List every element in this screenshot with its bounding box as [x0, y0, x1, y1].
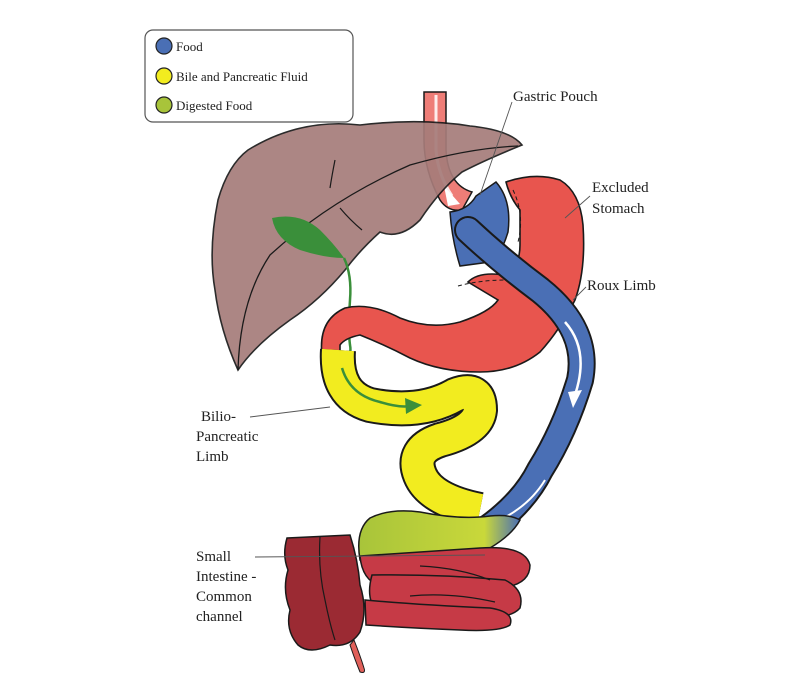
small-intestine [359, 546, 531, 632]
liver-shape [211, 120, 524, 372]
legend-label-bile: Bile and Pancreatic Fluid [176, 69, 308, 84]
bp-arrow-head [405, 398, 422, 414]
callout-line-gastric-pouch [479, 101, 513, 196]
legend-swatch-digested [155, 96, 173, 114]
stomach-fundus [320, 175, 585, 373]
label-bp-limb-line2: Pancreatic [196, 429, 259, 445]
legend-item-food: Food [155, 37, 203, 55]
liver-fissure-3 [339, 207, 363, 231]
roux-arrow-head [568, 390, 582, 408]
legend-swatch-food [155, 37, 173, 55]
label-common-channel-line4: channel [196, 609, 243, 625]
liver [211, 120, 524, 372]
legend-label-digested: Digested Food [176, 98, 253, 113]
intestine-loop-3 [364, 599, 512, 632]
excluded-stomach [320, 175, 585, 373]
legend-item-digested: Digested Food [155, 96, 253, 114]
intestine-fold-2 [409, 594, 496, 603]
intestine-fold-1 [419, 565, 491, 581]
colon-shape [284, 534, 365, 651]
callout-line-common-channel [254, 554, 486, 558]
label-gastric-pouch: Gastric Pouch [513, 89, 598, 105]
esophagus-arrow-head [444, 186, 460, 206]
label-excluded-stomach-line2: Stomach [592, 201, 645, 217]
roux-flow-arrow [564, 321, 582, 396]
biliopancreatic-limb [319, 348, 499, 528]
stomach-staple-line-2 [457, 279, 507, 287]
callout-lines [249, 101, 591, 558]
liver-fissure-2 [329, 159, 336, 189]
callout-line-roux-limb [572, 286, 587, 301]
callout-line-excluded-stomach [564, 195, 591, 219]
callout-line-bp-limb [249, 406, 331, 418]
colon [284, 534, 365, 673]
bp-flow-arrow [340, 367, 411, 408]
label-bp-limb-line1: Bilio- [201, 409, 236, 425]
legend-label-food: Food [176, 39, 203, 54]
legend-item-bile: Bile and Pancreatic Fluid [155, 67, 308, 85]
roux-limb [454, 216, 596, 554]
label-excluded-stomach-line1: Excluded [592, 180, 649, 196]
colon-seam [318, 536, 336, 641]
legend: Food Bile and Pancreatic Fluid Digested … [144, 29, 354, 123]
label-common-channel-line1: Small [196, 549, 231, 565]
label-bp-limb-line3: Limb [196, 449, 229, 465]
label-roux-limb: Roux Limb [587, 278, 656, 294]
gallbladder-shape [272, 216, 344, 258]
label-common-channel-line2: Intestine - [196, 569, 256, 585]
appendix [349, 639, 365, 673]
label-common-channel-line3: Common [196, 589, 252, 605]
legend-box [144, 29, 354, 123]
liver-fissure-1 [237, 145, 519, 371]
bp-limb-fill [321, 348, 497, 526]
legend-swatch-bile [155, 67, 173, 85]
